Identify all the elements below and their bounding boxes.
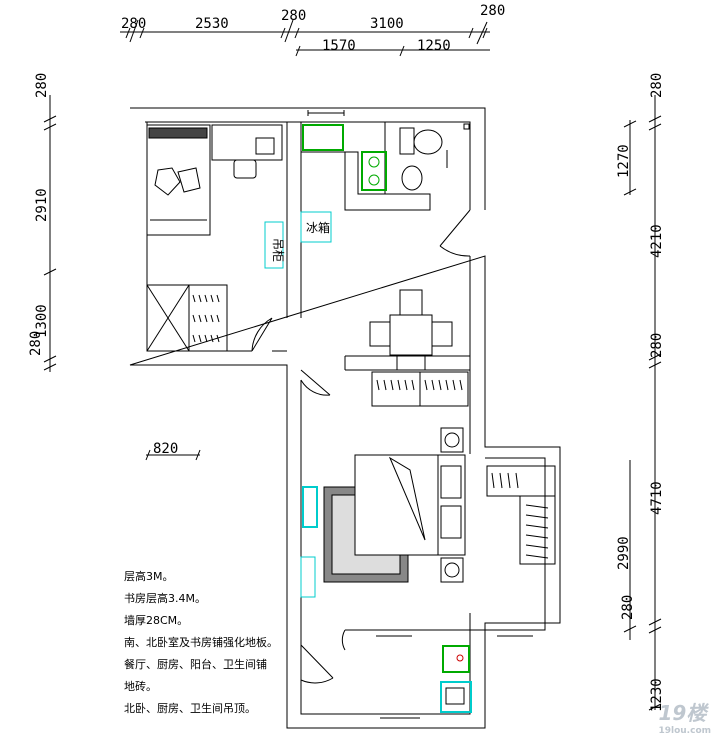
dim-left-2: 2910 bbox=[34, 188, 50, 222]
top-dim-ticks bbox=[125, 21, 488, 57]
notes: 层高3M。 书房层高3.4M。 墙厚28CM。 南、北卧室及书房铺强化地板。 餐… bbox=[124, 566, 278, 720]
dim-left-4: 280 bbox=[28, 331, 44, 356]
dining-area bbox=[369, 289, 453, 370]
left-dimension-labels: 280 2910 1300 280 bbox=[28, 73, 50, 356]
stove bbox=[361, 151, 387, 191]
fridge-label: 冰箱 bbox=[306, 220, 330, 235]
watermark-site: 19lou.com bbox=[658, 726, 711, 736]
note-floor-wood: 南、北卧室及书房铺强化地板。 bbox=[124, 636, 278, 649]
dim-top-6: 1570 bbox=[322, 38, 356, 54]
nightstand-bottom bbox=[440, 557, 464, 583]
dim-left-1: 280 bbox=[34, 73, 50, 98]
bathroom-sink bbox=[401, 165, 423, 191]
doors bbox=[251, 209, 471, 684]
nightstand-top bbox=[440, 427, 464, 453]
right-dim-ticks bbox=[623, 115, 662, 711]
chair bbox=[233, 159, 257, 179]
dim-top-2: 2530 bbox=[195, 16, 229, 32]
note-floor-tile-cont: 地砖。 bbox=[124, 680, 157, 693]
dim-right-2: 1270 bbox=[616, 144, 632, 178]
north-cabinet-label: 吊柜 bbox=[271, 238, 285, 262]
south-bedroom-cabinet bbox=[300, 556, 316, 598]
dim-right-1: 280 bbox=[649, 73, 665, 98]
note-wall-thickness: 墙厚28CM。 bbox=[124, 614, 189, 627]
dining-chair-right bbox=[431, 321, 453, 347]
balcony-sink bbox=[442, 645, 470, 673]
dim-right-6: 2990 bbox=[616, 536, 632, 570]
dim-right-4: 280 bbox=[649, 333, 665, 358]
tv-stand bbox=[302, 486, 318, 528]
walls bbox=[129, 107, 561, 729]
dim-right-5: 4710 bbox=[649, 481, 665, 515]
note-ceiling: 北卧、厨房、卫生间吊顶。 bbox=[124, 702, 256, 715]
dimension-labels: 280 2530 280 3100 280 1570 1250 820 bbox=[121, 3, 505, 457]
dim-top-7: 1250 bbox=[417, 38, 451, 54]
south-bedroom bbox=[302, 371, 556, 583]
wardrobe-side bbox=[519, 495, 556, 565]
dining-chair-top bbox=[399, 289, 423, 316]
dim-top-1: 280 bbox=[121, 16, 146, 32]
dim-right-3: 4210 bbox=[649, 224, 665, 258]
kitchen-sink bbox=[302, 124, 344, 151]
bathroom bbox=[399, 123, 470, 191]
dining-chair-left bbox=[369, 321, 391, 347]
dim-left-3: 1300 bbox=[34, 304, 50, 338]
dim-interior: 820 bbox=[153, 441, 178, 457]
left-dim-ticks bbox=[43, 115, 57, 371]
dim-top-4: 3100 bbox=[370, 16, 404, 32]
right-dimension-labels: 280 1270 4210 280 4710 2990 280 1230 bbox=[616, 73, 665, 712]
toilet-bowl bbox=[413, 129, 443, 155]
washing-machine bbox=[440, 681, 472, 713]
dim-top-3: 280 bbox=[281, 8, 306, 24]
north-bedroom-cabinet bbox=[264, 221, 284, 269]
fridge bbox=[300, 211, 332, 243]
dim-top-5: 280 bbox=[480, 3, 505, 19]
note-study-height: 书房层高3.4M。 bbox=[124, 592, 206, 605]
watermark-logo: 19楼 bbox=[658, 701, 707, 725]
desk bbox=[211, 124, 283, 161]
kitchen: 冰箱 bbox=[300, 124, 387, 243]
watermark: 19楼 19lou.com bbox=[658, 697, 711, 736]
toilet-tank bbox=[399, 127, 415, 155]
note-floor-tile: 餐厅、厨房、阳台、卫生间铺 bbox=[124, 658, 267, 671]
dining-table bbox=[389, 314, 433, 356]
note-ceiling-height: 层高3M。 bbox=[124, 570, 174, 583]
north-bedroom bbox=[146, 124, 283, 352]
pillow-2 bbox=[440, 505, 462, 539]
pillow-1 bbox=[440, 465, 462, 499]
bed bbox=[146, 124, 211, 236]
balcony bbox=[440, 645, 472, 713]
dim-right-8: 1230 bbox=[649, 678, 665, 712]
dim-right-7: 280 bbox=[620, 595, 636, 620]
